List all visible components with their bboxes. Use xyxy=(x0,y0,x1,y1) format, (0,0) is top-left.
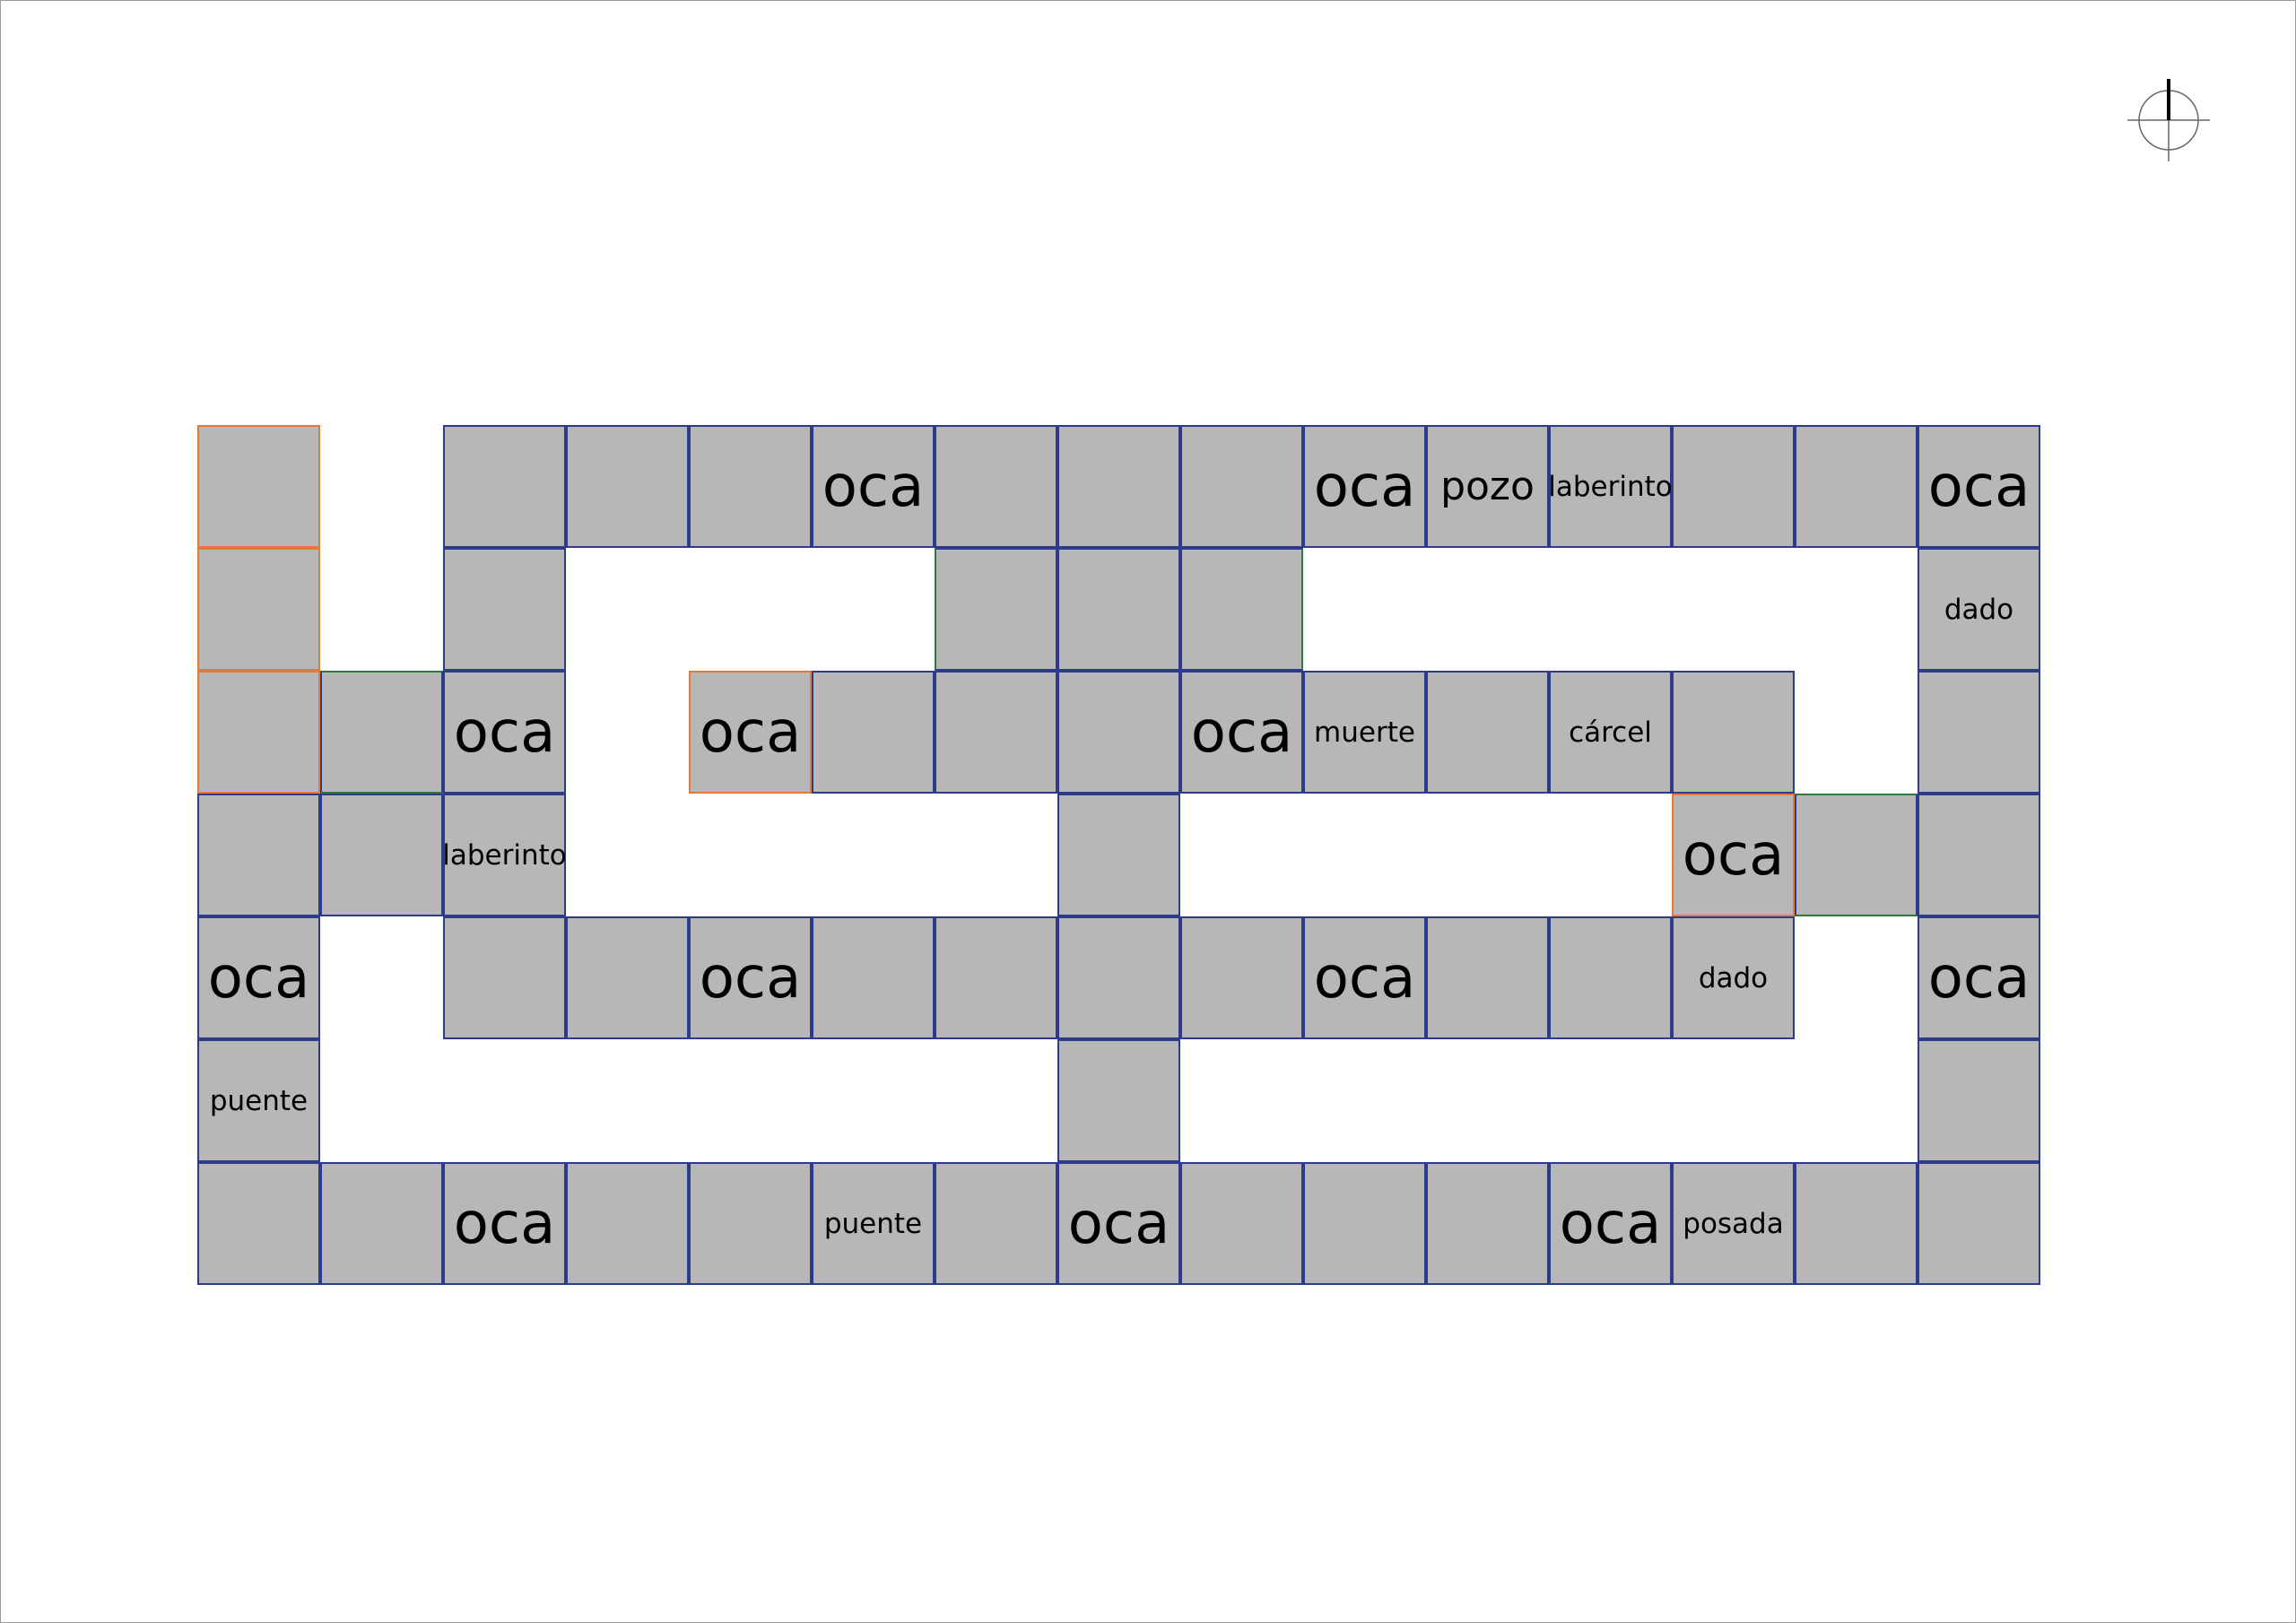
board-square xyxy=(197,671,320,794)
square-label: oca xyxy=(1190,699,1293,766)
board-square xyxy=(935,671,1057,794)
board-square: oca xyxy=(443,1162,566,1285)
board-square: oca xyxy=(1057,1162,1180,1285)
board-square xyxy=(443,916,566,1039)
board-square: oca xyxy=(1918,916,2040,1039)
board-square xyxy=(1918,1162,2040,1285)
board-square xyxy=(1057,794,1180,916)
board-square: oca xyxy=(1918,425,2040,548)
board-square: puente xyxy=(812,1162,935,1285)
board-square: dado xyxy=(1918,548,2040,671)
board-square xyxy=(566,1162,689,1285)
square-label: posada xyxy=(1683,1207,1784,1240)
board-square xyxy=(1795,1162,1918,1285)
board-square xyxy=(1426,916,1549,1039)
board-square: oca xyxy=(1180,671,1303,794)
board-square xyxy=(1795,425,1918,548)
board-square: laberinto xyxy=(1548,425,1673,548)
board-square xyxy=(443,548,566,671)
board-square xyxy=(320,794,443,916)
square-label: oca xyxy=(699,944,802,1011)
board-square xyxy=(1549,916,1672,1039)
board-square xyxy=(1180,916,1303,1039)
board-square xyxy=(1180,425,1303,548)
square-label: oca xyxy=(699,699,802,766)
board-square xyxy=(1672,425,1795,548)
square-label: oca xyxy=(822,453,925,520)
square-label: oca xyxy=(453,1190,556,1257)
board-square: oca xyxy=(689,671,812,794)
square-label: puente xyxy=(209,1084,309,1117)
board-square xyxy=(320,1162,443,1285)
board-square xyxy=(1180,1162,1303,1285)
board-square: puente xyxy=(197,1039,320,1162)
board-square xyxy=(1057,671,1180,794)
crosshair-north-icon xyxy=(2127,79,2210,161)
board-square: pozo xyxy=(1426,425,1549,548)
board-square: laberinto xyxy=(442,794,567,916)
board-square xyxy=(1426,671,1549,794)
board-square xyxy=(1303,1162,1426,1285)
square-label: laberinto xyxy=(1548,470,1673,503)
board-square: cárcel xyxy=(1549,671,1672,794)
square-label: oca xyxy=(1927,944,2031,1011)
board-square: oca xyxy=(1303,916,1426,1039)
board-square: oca xyxy=(689,916,812,1039)
board-square xyxy=(197,1162,320,1285)
board-square: oca xyxy=(1672,794,1795,916)
board-square xyxy=(689,1162,812,1285)
board-square xyxy=(1057,916,1180,1039)
board-square xyxy=(935,1162,1057,1285)
board-square xyxy=(935,916,1057,1039)
board-square: oca xyxy=(197,916,320,1039)
board-square xyxy=(1918,1039,2040,1162)
board-square xyxy=(1672,671,1795,794)
square-label: oca xyxy=(1313,453,1416,520)
board-square: dado xyxy=(1672,916,1795,1039)
board-square xyxy=(1057,548,1180,671)
square-label: oca xyxy=(207,944,310,1011)
board-square: posada xyxy=(1672,1162,1795,1285)
square-label: puente xyxy=(823,1207,923,1240)
square-label: oca xyxy=(1682,821,1785,889)
board-square xyxy=(812,916,935,1039)
square-label: cárcel xyxy=(1569,716,1652,749)
square-label: oca xyxy=(1927,453,2031,520)
board-square: muerte xyxy=(1303,671,1426,794)
board-square xyxy=(1057,1039,1180,1162)
board-square xyxy=(566,916,689,1039)
board-square: oca xyxy=(443,671,566,794)
square-label: oca xyxy=(1313,944,1416,1011)
square-label: oca xyxy=(1559,1190,1662,1257)
square-label: pozo xyxy=(1440,464,1535,509)
board-square xyxy=(1426,1162,1549,1285)
board-square xyxy=(320,671,443,794)
board-square xyxy=(197,548,320,671)
board-square: oca xyxy=(1303,425,1426,548)
square-label: dado xyxy=(1698,961,1769,994)
board-square xyxy=(935,425,1057,548)
square-label: muerte xyxy=(1314,716,1415,749)
square-label: dado xyxy=(1944,593,2014,626)
board-square xyxy=(1180,548,1303,671)
board-square xyxy=(1918,794,2040,916)
board-square xyxy=(1057,425,1180,548)
square-label: laberinto xyxy=(442,838,567,872)
board-square xyxy=(689,425,812,548)
board-square: oca xyxy=(1549,1162,1672,1285)
square-label: oca xyxy=(1067,1190,1170,1257)
board-square xyxy=(443,425,566,548)
board-square xyxy=(935,548,1057,671)
board-square xyxy=(1918,671,2040,794)
board-square: oca xyxy=(812,425,935,548)
square-label: oca xyxy=(453,699,556,766)
board-square xyxy=(1795,794,1918,916)
board-square xyxy=(812,671,935,794)
board-square xyxy=(566,425,689,548)
board-square xyxy=(197,794,320,916)
board-square xyxy=(197,425,320,548)
